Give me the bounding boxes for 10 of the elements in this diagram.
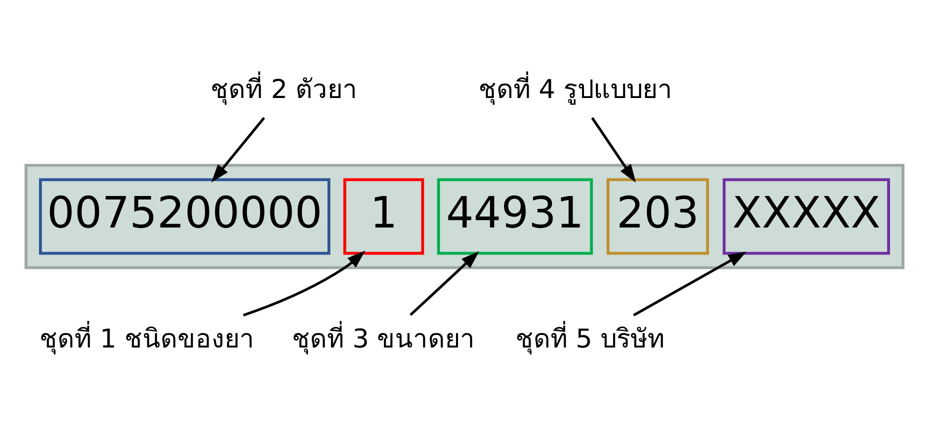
arrow — [211, 116, 266, 182]
node-box: 44931 — [437, 178, 593, 254]
node-box: 203 — [606, 178, 709, 254]
arrow — [242, 250, 366, 316]
arrow — [410, 250, 480, 316]
arrow — [633, 251, 747, 316]
node-box: XXXXX — [722, 178, 890, 254]
node-box: 1 — [343, 178, 424, 254]
node-box: 0075200000 — [39, 178, 330, 254]
arrow — [591, 116, 636, 182]
